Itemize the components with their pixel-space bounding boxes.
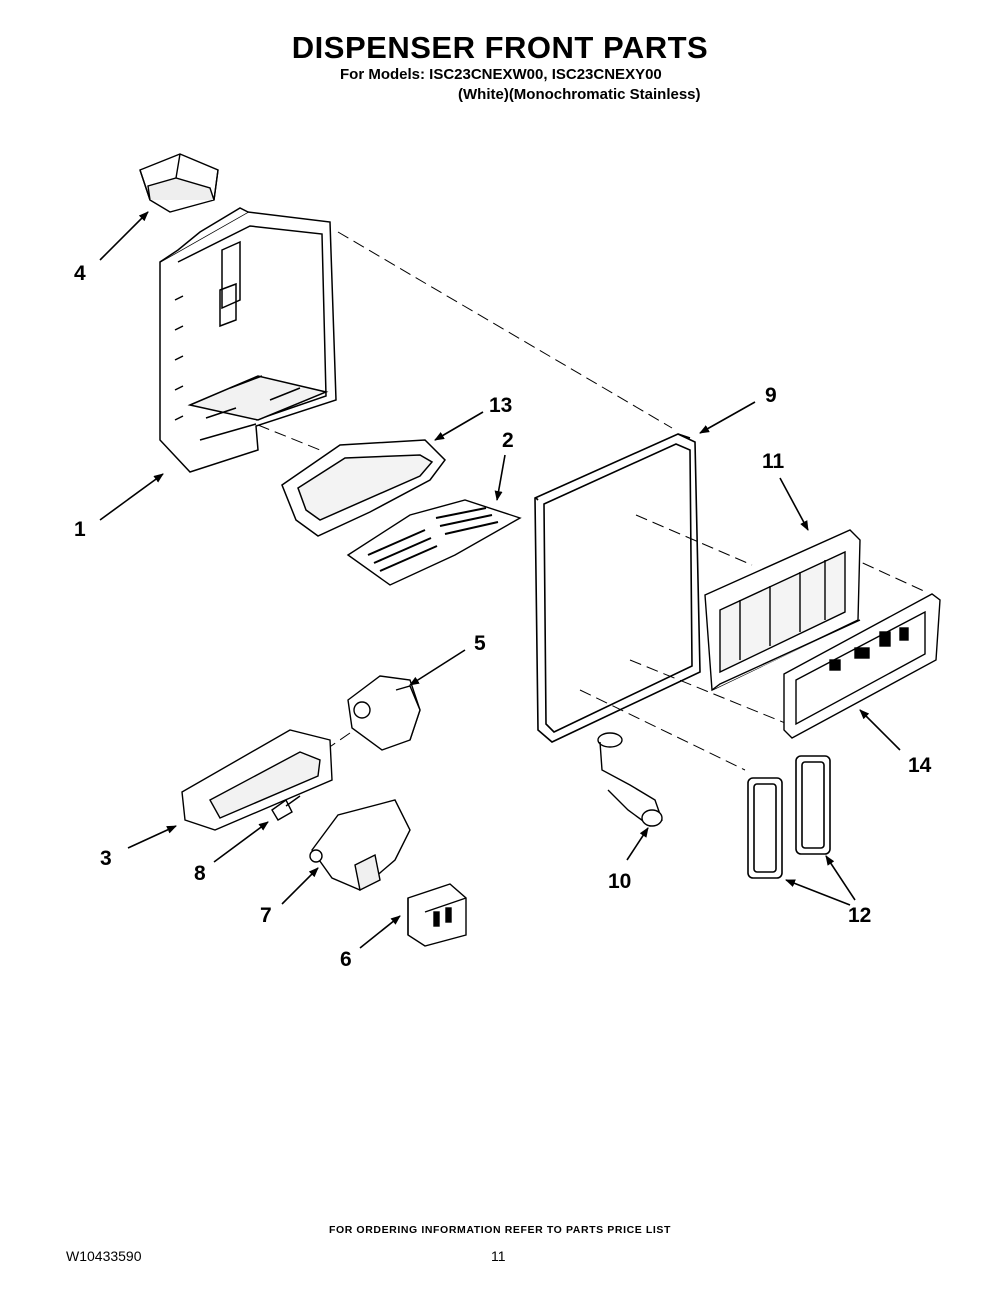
- callout-13: 13: [489, 394, 512, 417]
- callout-9: 9: [765, 384, 777, 407]
- callout-6: 6: [340, 948, 352, 971]
- part-3-bracket: [181, 729, 333, 831]
- page-number: 11: [491, 1248, 506, 1264]
- leader-arrows: [99, 211, 901, 949]
- part-1-housing: [159, 207, 337, 473]
- part-8-screw: [271, 795, 301, 821]
- part-12-caps: [747, 755, 831, 879]
- part-7-actuator: [309, 799, 411, 892]
- callout-2: 2: [502, 429, 514, 452]
- part-11-control-bracket: [704, 529, 861, 692]
- callout-12: 12: [848, 904, 871, 927]
- part-5-motor: [347, 675, 421, 751]
- callout-14: 14: [908, 754, 932, 777]
- part-2-grille: [346, 499, 522, 586]
- part-9-gasket-frame: [534, 433, 701, 743]
- callout-4: 4: [74, 262, 86, 285]
- callout-1: 1: [74, 518, 86, 541]
- part-14-control-panel: [783, 593, 941, 739]
- ordering-note: FOR ORDERING INFORMATION REFER TO PARTS …: [328, 1224, 672, 1236]
- part-4-cup: [139, 153, 219, 213]
- document-number: W10433590: [66, 1248, 142, 1264]
- variants-line: (White)(Monochromatic Stainless): [458, 86, 701, 103]
- part-6-pad: [407, 883, 467, 947]
- part-13-tray: [281, 439, 446, 537]
- callout-labels: 1 2 3 4 5 6 7 8 9 10 11 12 13 14: [74, 262, 932, 971]
- models-line: For Models: ISC23CNEXW00, ISC23CNEXY00: [340, 66, 662, 83]
- part-10-water-fitting: [597, 732, 663, 827]
- callout-5: 5: [474, 632, 486, 655]
- callout-10: 10: [608, 870, 631, 893]
- callout-3: 3: [100, 847, 112, 870]
- page-title: DISPENSER FRONT PARTS: [291, 30, 709, 65]
- callout-11: 11: [762, 450, 785, 473]
- callout-7: 7: [260, 904, 272, 927]
- callout-8: 8: [194, 862, 206, 885]
